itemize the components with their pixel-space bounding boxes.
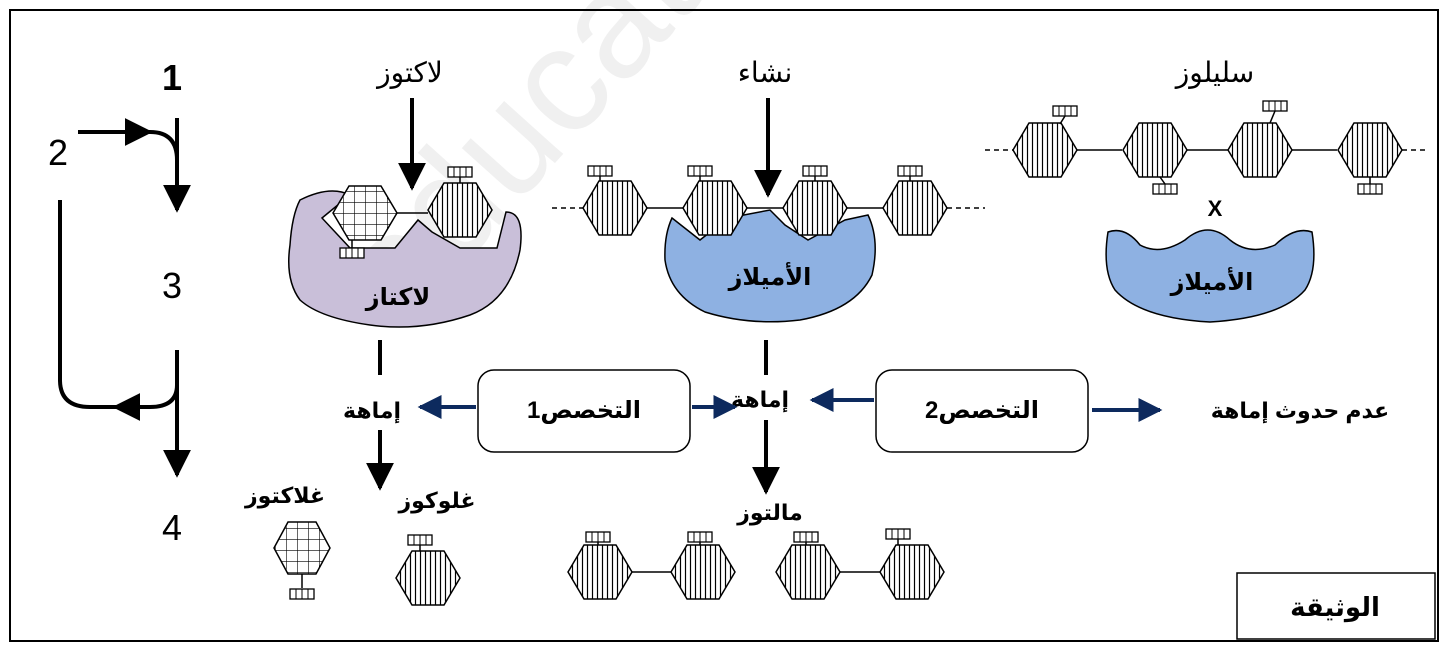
lactose-label: لاكتوز <box>375 57 443 89</box>
step-1-label: 1 <box>162 57 182 98</box>
hydrolysis-left: إماهة <box>343 398 401 424</box>
maltose-label: مالتوز <box>736 500 803 526</box>
document-label-box <box>1236 572 1436 640</box>
lactase-enzyme <box>288 190 522 328</box>
galactose-tag <box>339 247 365 259</box>
amylase-enzyme-active <box>664 209 876 323</box>
step-3-label: 3 <box>162 265 182 306</box>
starch-chain <box>552 165 985 236</box>
steps-flow-arrows <box>58 118 191 478</box>
cellulose-chain <box>985 100 1425 195</box>
specificity-box-1 <box>477 369 691 453</box>
specificity-2-label: التخصص2 <box>925 397 1039 424</box>
glucose-tag <box>447 166 473 178</box>
glucose-label: غلوكوز <box>397 488 475 514</box>
galactose-label: غلاكتوز <box>244 483 325 509</box>
starch-label: نشاء <box>738 57 792 88</box>
glucose-product <box>395 534 461 606</box>
step-2-label: 2 <box>48 132 68 173</box>
galactose-product <box>273 521 331 600</box>
lactase-label: لاكتاز <box>365 284 430 311</box>
maltose-product-1 <box>567 531 736 600</box>
maltose-product-2 <box>775 528 945 600</box>
document-label: الوثيقة <box>1290 592 1380 623</box>
specificity-box-2 <box>875 369 1089 453</box>
no-hydrolysis: عدم حدوث إماهة <box>1211 398 1389 424</box>
amylase-enzyme-inactive <box>1105 229 1315 323</box>
outer-frame <box>9 9 1439 642</box>
hydrolysis-middle: إماهة <box>731 387 789 413</box>
amylase-label-2: الأميلاز <box>1170 267 1254 296</box>
glucose-unit-bound <box>427 182 493 238</box>
blue-arrows <box>417 388 1163 422</box>
cellulose-label: سليلوز <box>1174 57 1254 89</box>
step-4-label: 4 <box>162 507 182 548</box>
amylase-label: الأميلاز <box>728 262 812 291</box>
no-binding-mark: X <box>1208 196 1223 221</box>
specificity-1-label: التخصص1 <box>527 397 641 424</box>
